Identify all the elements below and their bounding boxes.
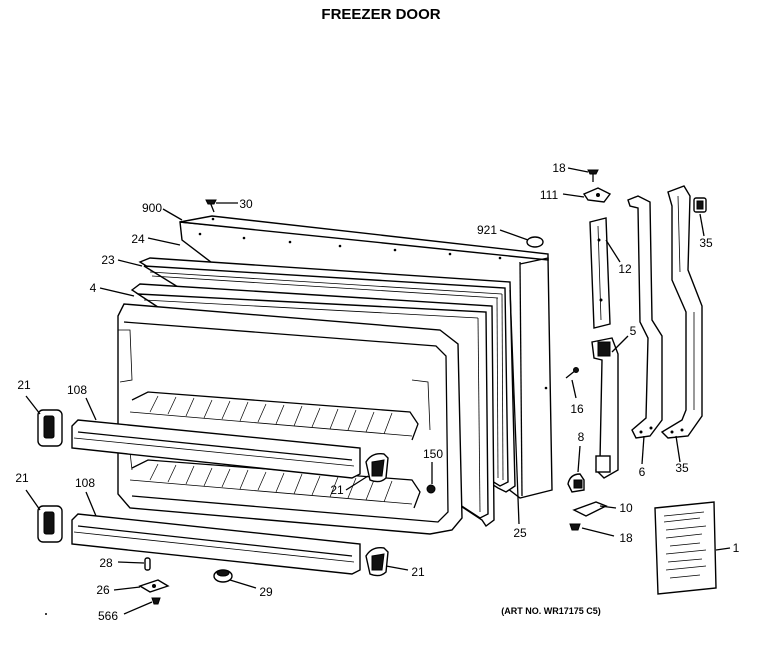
callout-12: 12 [618,262,632,276]
screw-18-bottom [569,523,581,531]
callout-24: 24 [131,232,145,246]
shelf-end-cap-right-upper [365,452,389,483]
callout-26: 26 [96,583,110,597]
screw-150 [426,484,436,494]
callout-23: 23 [101,253,115,267]
callout-108-lower: 108 [75,476,95,490]
callout-921: 921 [477,223,497,237]
handle-cap-35 [693,197,707,213]
door-shelf-lower [71,513,361,575]
instruction-booklet-1 [654,501,717,595]
callout-8: 8 [578,430,585,444]
callout-28: 28 [99,556,113,570]
bracket-26 [138,579,170,593]
inner-door-liner [117,303,463,535]
callout-29: 29 [259,585,273,599]
callout-108-upper: 108 [67,383,87,397]
screw-566 [151,597,161,605]
callout-111: 111 [540,188,559,202]
screw-30 [205,199,217,213]
callout-5: 5 [630,324,637,338]
door-shelf-upper [71,419,361,479]
plug-29 [213,569,233,583]
callout-6: 6 [639,465,646,479]
callout-35-top: 35 [699,236,713,250]
callout-566: 566 [98,609,118,623]
hinge-clip-111 [582,187,612,203]
button-plug-921 [526,236,544,248]
handle-bracket-5 [591,337,619,479]
callout-10: 10 [619,501,633,515]
callout-900: 900 [142,201,162,215]
handle-35 [660,185,703,439]
callout-25: 25 [513,526,527,540]
pin-28 [144,557,151,571]
callout-30: 30 [239,197,253,211]
callout-1: 1 [733,541,740,555]
shelf-end-cap-right-lower [365,546,389,577]
art-number: (ART NO. WR17175 C5) [501,606,601,616]
callout-18-top: 18 [552,161,566,175]
callout-35-bottom: 35 [675,461,689,475]
trim-6 [627,195,663,439]
diagram-title: FREEZER DOOR [321,6,440,23]
callout-21-upper-right: 21 [330,483,344,497]
handle-mount-12 [589,217,611,329]
callout-4: 4 [90,281,97,295]
clip-10 [572,501,608,517]
callout-21-lower-right: 21 [411,565,425,579]
shelf-end-cap-left-upper [37,409,63,447]
shelf-end-cap-left-lower [37,505,63,543]
screw-16 [565,367,579,379]
callout-21-upper-left: 21 [17,378,31,392]
cap-8 [567,473,585,493]
callout-150: 150 [423,447,443,461]
callout-21-lower-left: 21 [15,471,29,485]
callout-16: 16 [570,402,584,416]
stray-dot [45,613,47,615]
callout-18-bottom: 18 [619,531,633,545]
screw-18-top [587,169,599,182]
leader-lines [25,167,731,615]
